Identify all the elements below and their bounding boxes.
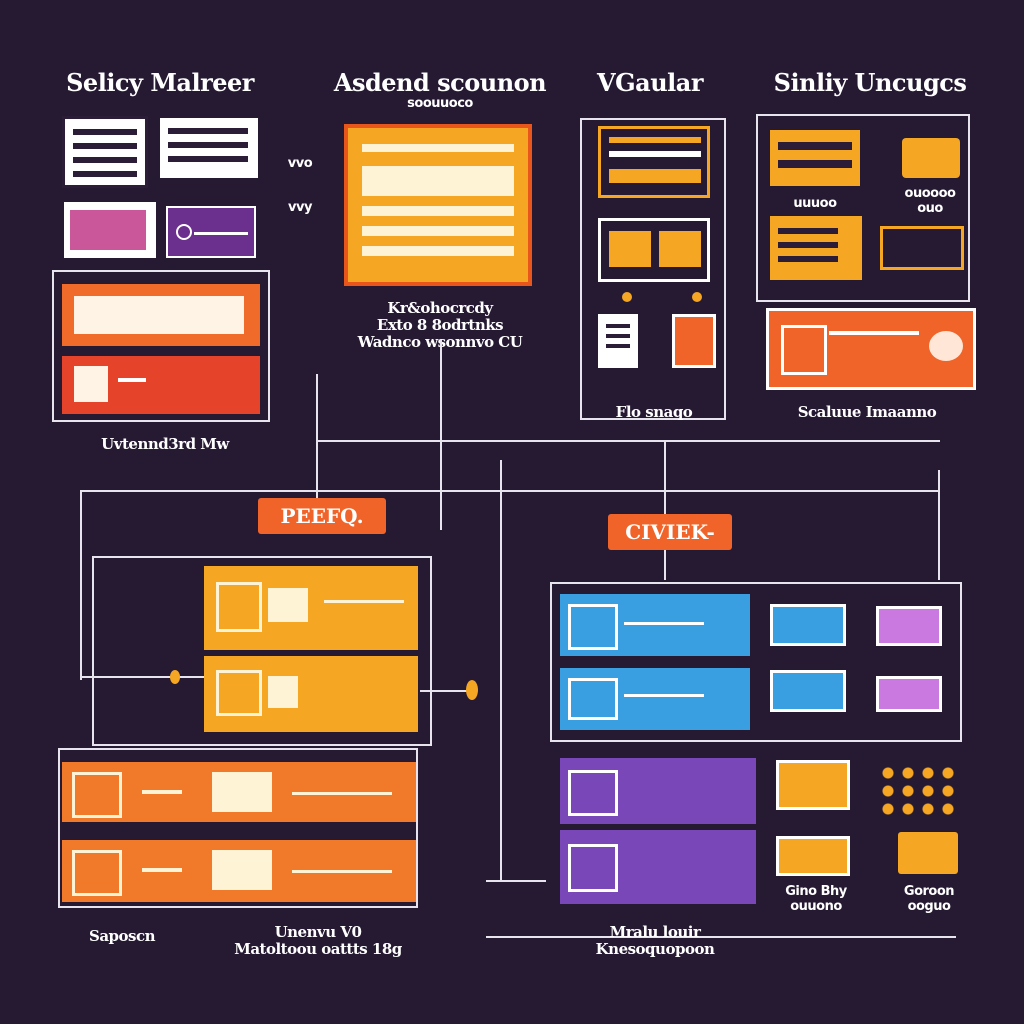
amber-icon-1 <box>776 760 850 810</box>
orange-row-1 <box>62 762 416 822</box>
purple-icon-1 <box>876 606 942 646</box>
node-dot-3 <box>170 670 180 684</box>
column-title-3: VGaular <box>597 68 703 97</box>
connector-v-5 <box>80 490 82 680</box>
blue-block-2 <box>560 668 750 730</box>
amber-icon-2 <box>776 836 850 876</box>
caption-bottom-mid-left: Unenvu V0 Matoltoou oattts 18g <box>234 923 402 958</box>
col4-card-3 <box>880 226 964 270</box>
purple-block-1 <box>560 758 756 824</box>
connector-v-4 <box>664 440 666 580</box>
col3-card-1 <box>598 126 710 198</box>
col3-card-2 <box>598 218 710 282</box>
pill-right: CIVIEK- <box>608 514 732 550</box>
connector-h-3 <box>80 676 204 678</box>
media-card-2 <box>166 206 256 258</box>
col4-folder <box>902 138 960 178</box>
orange-row-2 <box>62 840 416 902</box>
pill-left: PEEFQ. <box>258 498 386 534</box>
purple-icon-2 <box>876 676 942 712</box>
purple-block-2 <box>560 830 756 904</box>
connector-v-6 <box>938 470 940 580</box>
node-dot-4 <box>466 680 478 700</box>
col4-orange-panel <box>766 308 976 390</box>
blue-icon-1 <box>770 604 846 646</box>
column-subtitle-2: soouuoco <box>407 96 473 111</box>
doc-card-2 <box>160 118 258 178</box>
caption-bottom-left: Saposcn <box>88 927 156 945</box>
column-title-4: Sinliy Uncugcs <box>773 68 967 97</box>
left-bottom-frame <box>58 748 418 908</box>
side-label-top: vvo <box>287 156 313 171</box>
caption-bottom-right-a: Gino Bhy ouuono <box>785 884 847 914</box>
amber-block-1 <box>204 566 418 650</box>
red-panel-1 <box>62 356 260 414</box>
col3-orange-icon <box>672 314 716 368</box>
connector-v-3 <box>500 460 502 880</box>
caption-col4-mid-right: ouoooo ouo <box>904 186 956 216</box>
caption-bottom-right-b: Goroon ooguo <box>903 884 955 914</box>
caption-bottom-mid-right: Mralu louir Knesoquopoon <box>595 923 715 958</box>
right-cluster-frame <box>550 582 962 742</box>
column-title-2: Asdend scounon <box>333 68 547 97</box>
connector-h-6 <box>486 936 956 938</box>
connector-h-4 <box>420 690 470 692</box>
caption-col3: Flo snaqo <box>615 403 693 421</box>
caption-col4-mid: uuuoo <box>793 196 837 211</box>
col3-frame <box>580 118 726 420</box>
node-dot-1 <box>622 292 632 302</box>
caption-col1: Uvtennd3rd Mw <box>101 435 229 453</box>
col3-doc-icon <box>598 314 638 368</box>
orange-panel-1 <box>62 284 260 346</box>
column-title-1: Selicy Malreer <box>66 68 254 97</box>
connector-h-5 <box>486 880 546 882</box>
col4-card-2 <box>770 216 862 280</box>
connector-h-2 <box>80 490 940 492</box>
amber-main-card <box>344 124 532 286</box>
left-cluster-frame <box>92 556 432 746</box>
connector-h-1 <box>316 440 940 442</box>
connector-v-2 <box>440 340 442 530</box>
dot-grid <box>878 764 958 816</box>
amber-block-2 <box>204 656 418 732</box>
caption-col4: Scaluue Imaanno <box>797 403 937 421</box>
col4-frame <box>756 114 970 302</box>
node-dot-2 <box>692 292 702 302</box>
side-label-bottom: vvy <box>288 200 312 215</box>
media-card-1 <box>64 202 156 258</box>
caption-col2: Kr&ohocrcdy Exto 8 8odrtnks Wadnco wsonn… <box>357 299 523 351</box>
amber-folder <box>898 832 958 874</box>
blue-block-1 <box>560 594 750 656</box>
connector-v-1 <box>316 374 318 534</box>
doc-card-1 <box>62 116 148 188</box>
blue-icon-2 <box>770 670 846 712</box>
col1-frame <box>52 270 270 422</box>
col4-card-1 <box>770 130 860 186</box>
